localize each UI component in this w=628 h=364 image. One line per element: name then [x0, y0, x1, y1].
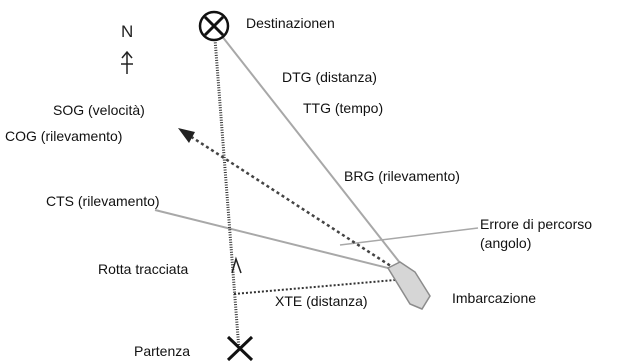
planned-route-line [212, 25, 241, 351]
label-brg: BRG (rilevamento) [344, 168, 460, 184]
cts-line [154, 209, 405, 273]
label-course-error: Errore di percorso [480, 216, 593, 232]
label-xte: XTE (distanza) [275, 293, 368, 309]
brg-line [213, 25, 405, 269]
departure-symbol [226, 335, 254, 362]
label-cog: COG (rilevamento) [5, 128, 123, 144]
label-course-error-unit: (angolo) [480, 235, 532, 251]
label-cts: CTS (rilevamento) [46, 193, 160, 209]
xte-line [233, 279, 396, 295]
label-planned-route: Rotta tracciata [98, 261, 189, 277]
label-sog: SOG (velocità) [53, 102, 145, 118]
vessel-shape [386, 261, 431, 310]
destination-symbol [198, 10, 230, 42]
label-ttg: TTG (tempo) [303, 100, 384, 116]
route-direction-arrow [231, 256, 242, 274]
label-dtg: DTG (distanza) [282, 69, 377, 85]
label-destination: Destinazionen [246, 15, 335, 31]
cog-arrowhead [178, 128, 195, 143]
cog-arrow-line [189, 134, 401, 274]
label-departure: Partenza [134, 343, 191, 359]
course-error-pointer [339, 227, 479, 246]
label-vessel: Imbarcazione [452, 290, 537, 306]
north-letter: N [121, 22, 134, 41]
north-arrow-icon [121, 50, 133, 74]
